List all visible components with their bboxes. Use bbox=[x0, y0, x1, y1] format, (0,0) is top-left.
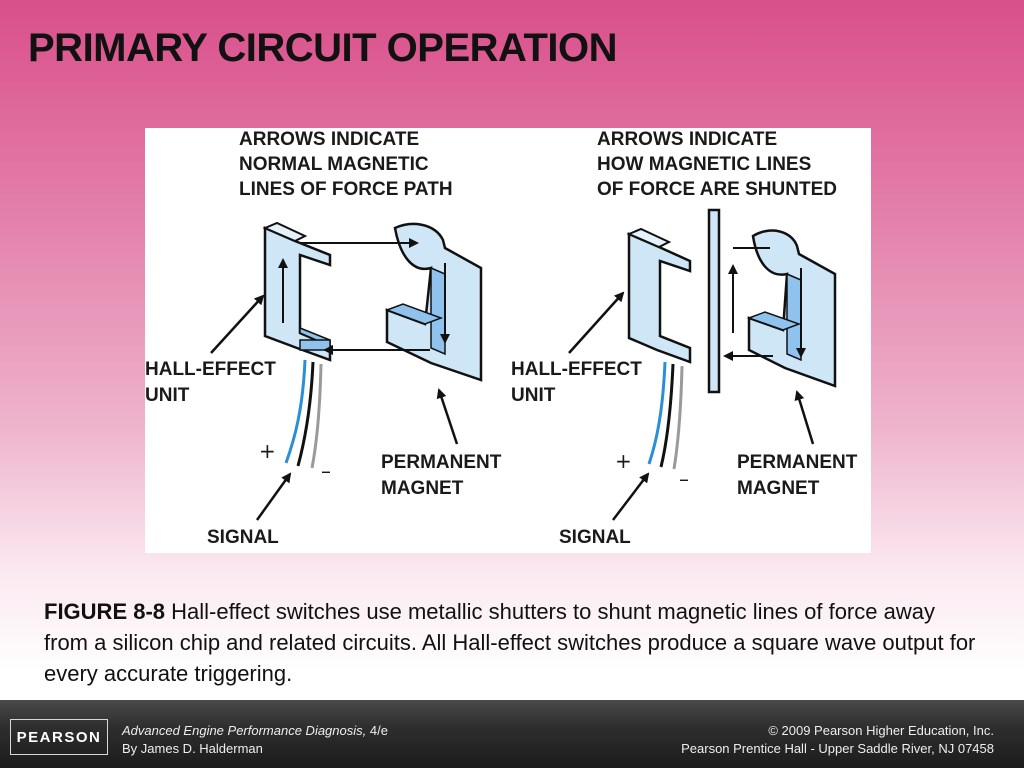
right-hall-label-line-1: HALL-EFFECT bbox=[511, 359, 642, 380]
left-magnet-label-line-1: PERMANENT bbox=[381, 452, 502, 473]
footer-bar: PEARSON Advanced Engine Performance Diag… bbox=[0, 700, 1024, 768]
publisher-text: Pearson Prentice Hall - Upper Saddle Riv… bbox=[681, 741, 994, 756]
book-edition: 4/e bbox=[366, 723, 388, 738]
right-plus-sign: + bbox=[615, 449, 632, 473]
right-magnet-label-line-1: PERMANENT bbox=[737, 452, 858, 473]
right-panel: ARROWS INDICATE HOW MAGNETIC LINES OF FO… bbox=[511, 129, 858, 548]
right-signal-pointer bbox=[612, 472, 650, 521]
left-hall-label-line-1: HALL-EFFECT bbox=[145, 359, 276, 380]
right-wire-black bbox=[659, 363, 675, 468]
right-permanent-magnet bbox=[746, 229, 837, 388]
slide-title: PRIMARY CIRCUIT OPERATION bbox=[28, 26, 618, 70]
right-hall-pointer bbox=[568, 291, 625, 354]
right-wire-blue bbox=[647, 361, 667, 465]
left-header-line-1: ARROWS INDICATE bbox=[239, 129, 419, 150]
right-hall-label-line-2: UNIT bbox=[511, 385, 556, 406]
footer-copyright-info: © 2009 Pearson Higher Education, Inc. Pe… bbox=[681, 722, 994, 758]
book-author: By James D. Halderman bbox=[122, 741, 263, 756]
pearson-logo: PEARSON bbox=[10, 719, 108, 755]
left-wire-black bbox=[296, 361, 315, 467]
left-hall-pointer bbox=[210, 294, 265, 354]
book-title: Advanced Engine Performance Diagnosis, bbox=[122, 723, 367, 738]
right-minus-sign: – bbox=[679, 467, 689, 491]
right-header-line-1: ARROWS INDICATE bbox=[597, 129, 777, 150]
left-magnet-pointer bbox=[436, 388, 459, 445]
caption-text: Hall-effect switches use metallic shutte… bbox=[44, 599, 976, 686]
left-magnet-label-line-2: MAGNET bbox=[381, 478, 464, 499]
metallic-shutter bbox=[707, 208, 721, 394]
right-header-line-2: HOW MAGNETIC LINES bbox=[597, 154, 811, 175]
figure-diagram: ARROWS INDICATE NORMAL MAGNETIC LINES OF… bbox=[145, 128, 871, 553]
right-header-line-3: OF FORCE ARE SHUNTED bbox=[597, 179, 837, 200]
right-magnet-pointer bbox=[794, 390, 815, 445]
figure-caption: FIGURE 8-8 Hall-effect switches use meta… bbox=[44, 596, 984, 689]
figure-number: FIGURE 8-8 bbox=[44, 599, 166, 624]
left-wire-gray bbox=[310, 363, 323, 469]
left-panel: ARROWS INDICATE NORMAL MAGNETIC LINES OF… bbox=[145, 129, 502, 548]
left-hall-effect-unit bbox=[262, 221, 332, 362]
left-plus-sign: + bbox=[259, 439, 276, 463]
left-wire-blue bbox=[284, 359, 307, 464]
left-permanent-magnet bbox=[384, 222, 483, 382]
left-signal-pointer bbox=[255, 472, 292, 521]
right-wire-gray bbox=[672, 365, 684, 470]
footer-book-info: Advanced Engine Performance Diagnosis, 4… bbox=[122, 722, 388, 758]
hall-effect-diagram: ARROWS INDICATE NORMAL MAGNETIC LINES OF… bbox=[145, 129, 858, 548]
left-header-line-2: NORMAL MAGNETIC bbox=[239, 154, 429, 175]
right-signal-label: SIGNAL bbox=[559, 527, 631, 548]
right-hall-effect-unit bbox=[626, 227, 692, 364]
copyright-text: © 2009 Pearson Higher Education, Inc. bbox=[768, 723, 994, 738]
left-minus-sign: – bbox=[321, 459, 331, 483]
left-header-line-3: LINES OF FORCE PATH bbox=[239, 179, 453, 200]
right-magnet-label-line-2: MAGNET bbox=[737, 478, 820, 499]
left-signal-label: SIGNAL bbox=[207, 527, 279, 548]
left-hall-label-line-2: UNIT bbox=[145, 385, 190, 406]
